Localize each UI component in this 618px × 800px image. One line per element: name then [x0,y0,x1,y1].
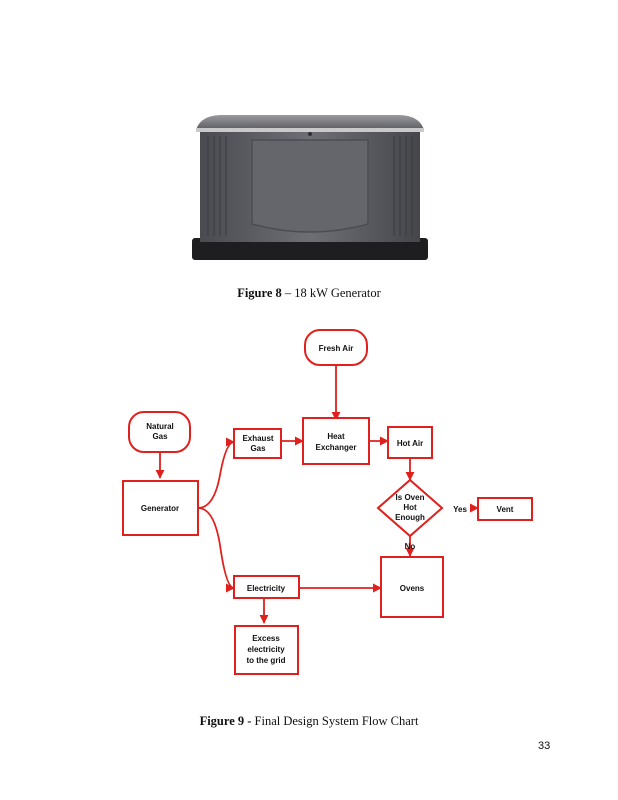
natural-gas-node [128,411,191,453]
excess-label-3: to the grid [246,656,285,665]
page-number: 33 [538,740,551,752]
decision-label-3: Enough [395,513,425,522]
decision-node [376,478,444,538]
yes-label: Yes [453,505,467,514]
excess-label-2: electricity [247,645,285,654]
hot-air-label: Hot Air [397,439,423,448]
figure-9-label: Figure 9 - [199,714,252,728]
ovens-label: Ovens [400,584,425,593]
arrow-generator-to-electricity [197,507,235,593]
figure-9-caption: Figure 9 - Final Design System Flow Char… [0,714,618,729]
ovens-node [380,556,444,618]
figure-8-label: Figure 8 [237,286,282,300]
natural-gas-label-1: Natural [146,422,174,431]
heat-exchanger-label-2: Exchanger [316,443,357,452]
excess-label-1: Excess [252,634,280,643]
fresh-air-label: Fresh Air [319,344,354,353]
exhaust-gas-label-1: Exhaust [242,434,273,443]
figure-9-text: Final Design System Flow Chart [251,714,419,728]
vent-node [477,497,533,521]
electricity-label: Electricity [247,584,286,593]
heat-exchanger-label-1: Heat [327,432,345,441]
generator-node [122,480,199,536]
figure-8-text: – 18 kW Generator [281,286,381,300]
figure-8-caption: Figure 8 – 18 kW Generator [0,286,618,301]
exhaust-gas-label-2: Gas [250,444,266,453]
heat-exchanger-node [302,417,370,465]
generator-photo [192,115,428,260]
no-label: No [405,542,416,551]
vent-label: Vent [497,505,514,514]
decision-label-1: Is Oven [396,493,425,502]
electricity-node [233,575,300,599]
fresh-air-node [304,329,368,366]
natural-gas-label-2: Gas [152,432,168,441]
decision-label-2: Hot [403,503,417,512]
excess-electricity-node [234,625,299,675]
hot-air-node [387,426,433,459]
exhaust-gas-node [233,428,282,459]
arrow-generator-to-exhaust [197,437,235,509]
generator-label: Generator [141,504,179,513]
